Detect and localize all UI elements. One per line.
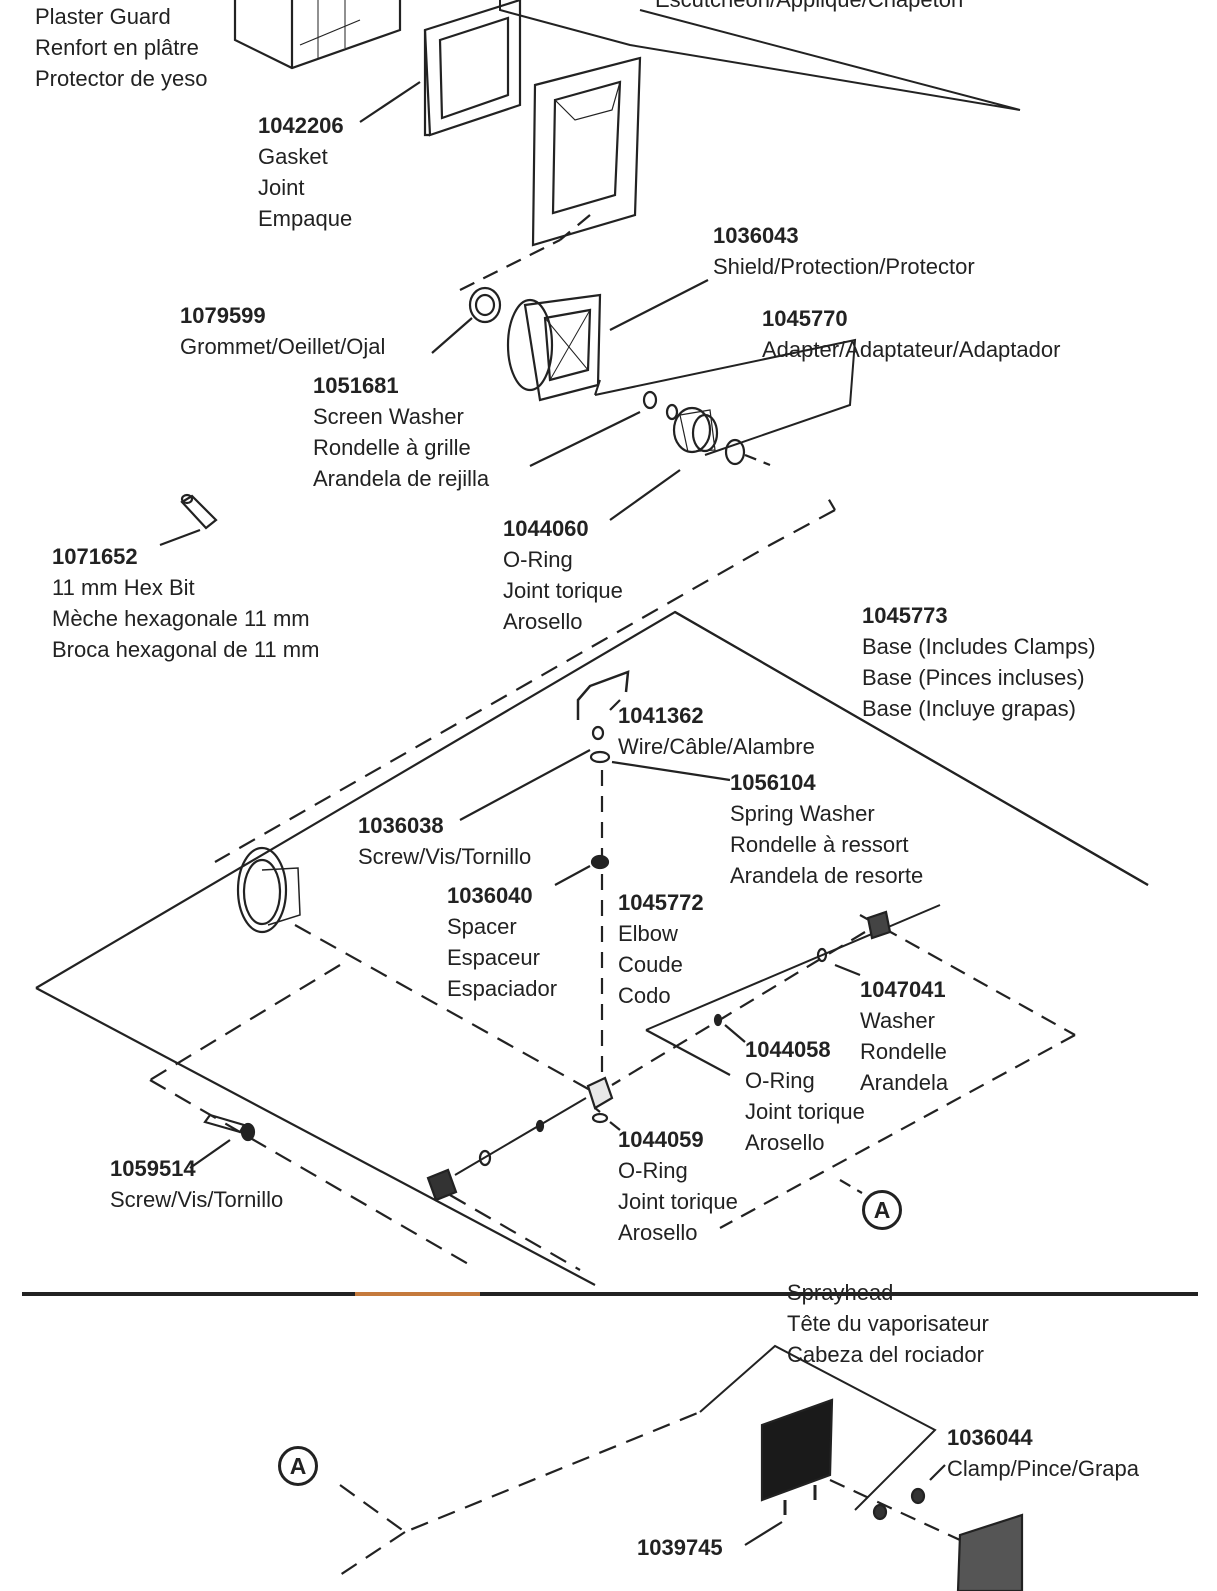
screen-washer-shape [642,390,658,410]
escutcheon-square-shape [531,56,642,247]
clamp-label: 1036044 Clamp/Pince/Grapa [947,1425,1139,1481]
washer-nozzle-shape [866,910,892,940]
spring-washer-shape [589,750,611,764]
section-divider-accent [355,1292,480,1296]
screw-2-label: 1059514 Screw/Vis/Tornillo [110,1156,284,1212]
sprayhead-shape [760,1398,834,1502]
right-plate [645,904,941,1031]
adapter-shape [672,406,719,454]
screen-washer-label: 1051681 Screen Washer Rondelle à grille … [313,373,490,491]
shield-label: 1036043 Shield/Protection/Protector [713,223,975,279]
spacer-label: 1036040 Spacer Espaceur Espaciador [447,883,558,1001]
shield-shape [506,293,602,402]
callout-a-bottom: A [278,1446,318,1486]
hex-bit-label: 1071652 11 mm Hex Bit Mèche hexagonale 1… [52,544,320,662]
sprayhead-plate [699,1344,937,1511]
o-ring-2-shape [713,1013,723,1027]
adapter-label: 1045770 Adapter/Adaptateur/Adaptador [762,306,1061,362]
elbow-shape [586,1076,614,1113]
base-label: 1045773 Base (Includes Clamps) Base (Pin… [862,603,1096,721]
callout-a-top: A [862,1190,902,1230]
o-ring-1-label: 1044060 O-Ring Joint torique Arosello [503,516,623,634]
o-ring-3-label: 1044059 O-Ring Joint torique Arosello [618,1127,738,1245]
washer-shape [816,947,828,963]
wire-shape [576,670,630,720]
spring-washer-label: 1056104 Spring Washer Rondelle à ressort… [730,770,924,888]
sprayhead-label: Sprayhead Tête du vaporisateur Cabeza de… [787,1280,989,1367]
hex-bit-shape [180,493,218,530]
grommet-label: 1079599 Grommet/Oeillet/Ojal [180,303,386,359]
washer-label: 1047041 Washer Rondelle Arandela [860,977,949,1095]
o-ring-2-label: 1044058 O-Ring Joint torique Arosello [745,1037,865,1155]
elbow-label: 1045772 Elbow Coude Codo [618,890,704,1008]
grommet-shape [468,286,502,324]
gasket-shape [423,0,522,137]
plaster-guard-label: Plaster Guard Renfort en plâtre Protecto… [35,4,208,91]
spacer-shape [590,854,610,870]
wire-label: 1041362 Wire/Câble/Alambre [618,703,815,759]
section-divider [22,1292,1198,1296]
bottom-part-label: 1039745 [637,1535,723,1560]
plaster-guard-shape [233,0,402,70]
fitting-shape [426,1168,458,1202]
o-ring-1-shape [724,438,746,466]
sprayhead-face-shape [956,1513,1024,1591]
screw-1-label: 1036038 Screw/Vis/Tornillo [358,813,532,869]
gasket-label: 1042206 Gasket Joint Empaque [258,113,353,231]
valve-shape [236,846,301,934]
screw-2-shape [203,1113,256,1142]
escutcheon-label: Escutcheon/Applique/Chapeton [655,0,963,15]
